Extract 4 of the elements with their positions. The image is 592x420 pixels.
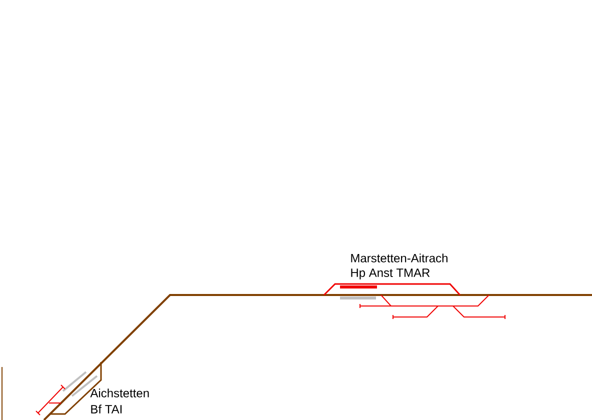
station-label: Bf TAI [91, 404, 122, 414]
station-label: Aichstetten [90, 388, 149, 398]
station-label: Hp Anst TMAR [351, 268, 430, 280]
station-label: Marstetten-Aitrach [351, 254, 448, 262]
